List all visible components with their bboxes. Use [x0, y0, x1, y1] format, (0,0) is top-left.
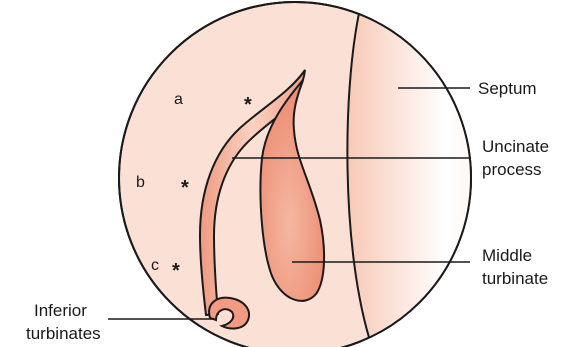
label-inferior-line2: turbinates [26, 324, 101, 343]
label-middle-line2: turbinate [482, 269, 548, 288]
asterisk-b: * [181, 177, 189, 199]
marker-a: a [174, 91, 183, 108]
marker-c: c [151, 257, 159, 274]
label-inferior-line1: Inferior [34, 301, 87, 320]
marker-b: b [136, 174, 145, 191]
label-middle-line1: Middle [482, 246, 532, 265]
asterisk-a: * [244, 94, 252, 116]
label-uncinate-line2: process [482, 160, 542, 179]
asterisk-c: * [172, 260, 180, 282]
label-septum: Septum [478, 79, 537, 98]
label-uncinate-line1: Uncinate [482, 137, 549, 156]
